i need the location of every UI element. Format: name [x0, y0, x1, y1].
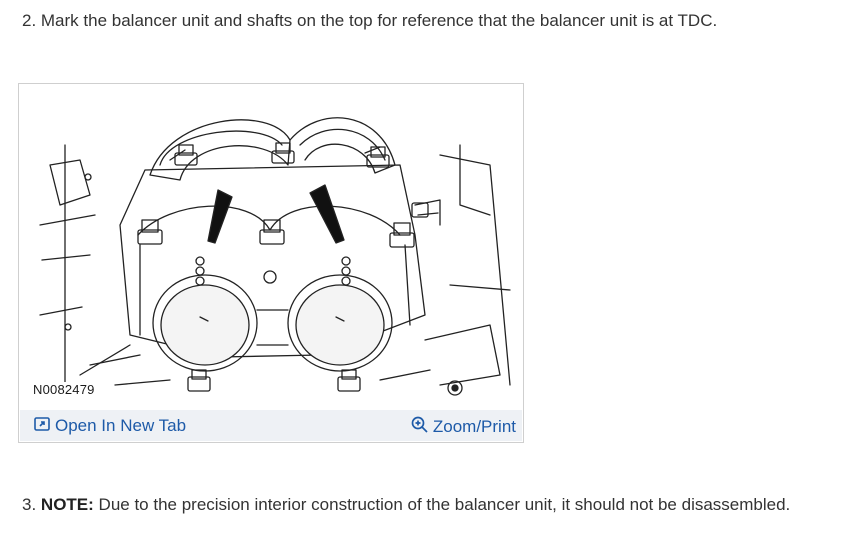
open-new-tab-icon [34, 416, 50, 436]
zoom-print-link[interactable]: Zoom/Print [411, 416, 516, 438]
step-2-text: 2. Mark the balancer unit and shafts on … [22, 11, 718, 30]
zoom-print-label: Zoom/Print [432, 417, 516, 436]
open-in-new-tab-label: Open In New Tab [55, 416, 187, 435]
step-3-text: Due to the precision interior constructi… [98, 495, 791, 514]
balancer-unit-illustration[interactable] [20, 85, 522, 410]
figure-container: N0082479 Open In New Tab Zoom/Print [18, 83, 524, 443]
step-3-note: 3. NOTE: Due to the precision interior c… [22, 494, 790, 516]
magnifier-plus-icon [411, 416, 428, 438]
note-label: NOTE: [40, 495, 94, 514]
figure-action-bar: Open In New Tab Zoom/Print [20, 410, 522, 441]
step-3-number: 3. [22, 495, 37, 514]
open-in-new-tab-link[interactable]: Open In New Tab [34, 416, 186, 436]
figure-id-label: N0082479 [31, 382, 97, 397]
